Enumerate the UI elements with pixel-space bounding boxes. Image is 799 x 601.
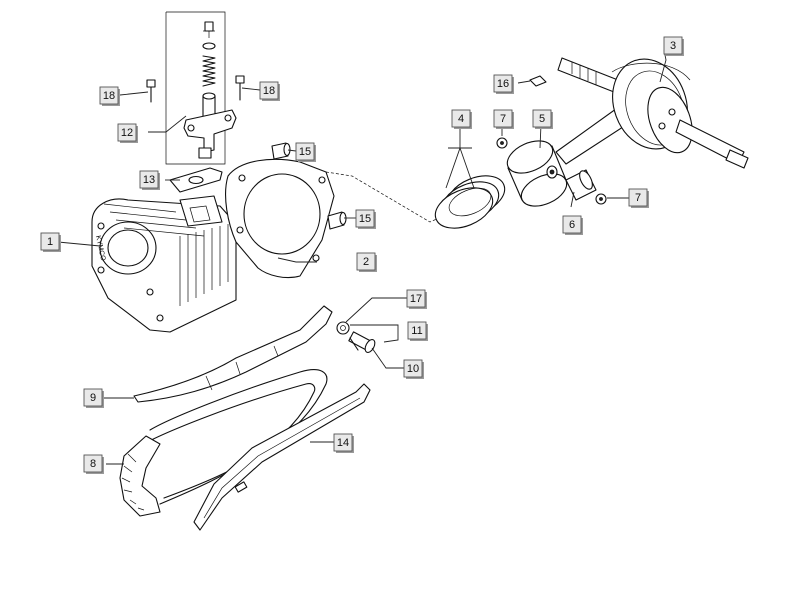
callout-c15b: 15 xyxy=(355,209,376,229)
callout-label: 8 xyxy=(90,458,96,470)
crankshaft-part xyxy=(555,57,749,169)
callout-label: 18 xyxy=(263,85,275,97)
callout-c16: 16 xyxy=(493,74,514,94)
callout-c11: 11 xyxy=(407,321,428,341)
callout-c12: 12 xyxy=(117,123,138,143)
callout-c14: 14 xyxy=(333,433,354,453)
dowel-pin-upper-part xyxy=(271,142,291,160)
tensioner-body-part xyxy=(183,92,237,159)
callout-c7b: 7 xyxy=(628,188,649,208)
leader-lines xyxy=(57,49,667,465)
callout-label: 14 xyxy=(337,437,349,449)
callout-c3: 3 xyxy=(663,36,684,56)
callout-c18a: 18 xyxy=(99,86,120,106)
tensioner-washer-part xyxy=(202,42,216,50)
pivot-bolt-part xyxy=(348,331,376,354)
callout-label: 7 xyxy=(500,113,506,125)
callout-label: 4 xyxy=(458,113,464,125)
pivot-washer-part xyxy=(336,321,350,335)
bolt-right-part xyxy=(235,75,245,101)
cylinder-gasket-part xyxy=(225,158,335,279)
callout-label: 15 xyxy=(299,146,311,158)
callout-label: 6 xyxy=(569,219,575,231)
callout-label: 15 xyxy=(359,213,371,225)
callout-c9: 9 xyxy=(83,388,104,408)
chain-tensioner-arm-part xyxy=(133,305,333,403)
tensioner-assembly-frame xyxy=(165,11,226,165)
callout-c5: 5 xyxy=(532,109,553,129)
tensioner-spring-part xyxy=(202,55,216,87)
callout-c6: 6 xyxy=(562,215,583,235)
callout-label: 9 xyxy=(90,392,96,404)
callout-c8: 8 xyxy=(83,454,104,474)
tensioner-bolt-part xyxy=(203,21,215,38)
tensioner-gasket-part xyxy=(169,167,223,193)
callout-c2: 2 xyxy=(356,252,377,272)
callout-label: 11 xyxy=(411,325,422,337)
wrist-pin-part xyxy=(565,169,597,201)
cylinder-part: KYMCO xyxy=(91,195,237,333)
callout-label: 3 xyxy=(670,40,676,52)
chain-guide-part xyxy=(193,383,371,531)
callout-c4: 4 xyxy=(451,109,472,129)
callout-c13: 13 xyxy=(139,170,160,190)
callout-c17: 17 xyxy=(406,289,427,309)
callout-label: 1 xyxy=(47,236,53,248)
callout-label: 10 xyxy=(407,363,419,375)
pin-clip-lower-part xyxy=(595,193,607,205)
piston-rings-part xyxy=(434,175,506,229)
callout-label: 18 xyxy=(103,90,115,102)
woodruff-key-part xyxy=(529,75,547,87)
callout-c7a: 7 xyxy=(493,109,514,129)
pin-clip-upper-part xyxy=(496,137,508,149)
callout-label: 17 xyxy=(410,293,422,305)
callout-label: 12 xyxy=(121,127,133,139)
callout-c18b: 18 xyxy=(259,81,280,101)
callout-label: 7 xyxy=(635,192,641,204)
callout-c15a: 15 xyxy=(295,142,316,162)
piston-part xyxy=(506,140,568,207)
bolt-left-part xyxy=(146,79,156,103)
dowel-pin-lower-part xyxy=(327,211,347,230)
callout-label: 2 xyxy=(363,256,369,268)
callout-label: 16 xyxy=(497,78,509,90)
callout-c10: 10 xyxy=(403,359,424,379)
callout-label: 13 xyxy=(143,174,155,186)
callout-label: 5 xyxy=(539,113,545,125)
callout-c1: 1 xyxy=(40,232,61,252)
